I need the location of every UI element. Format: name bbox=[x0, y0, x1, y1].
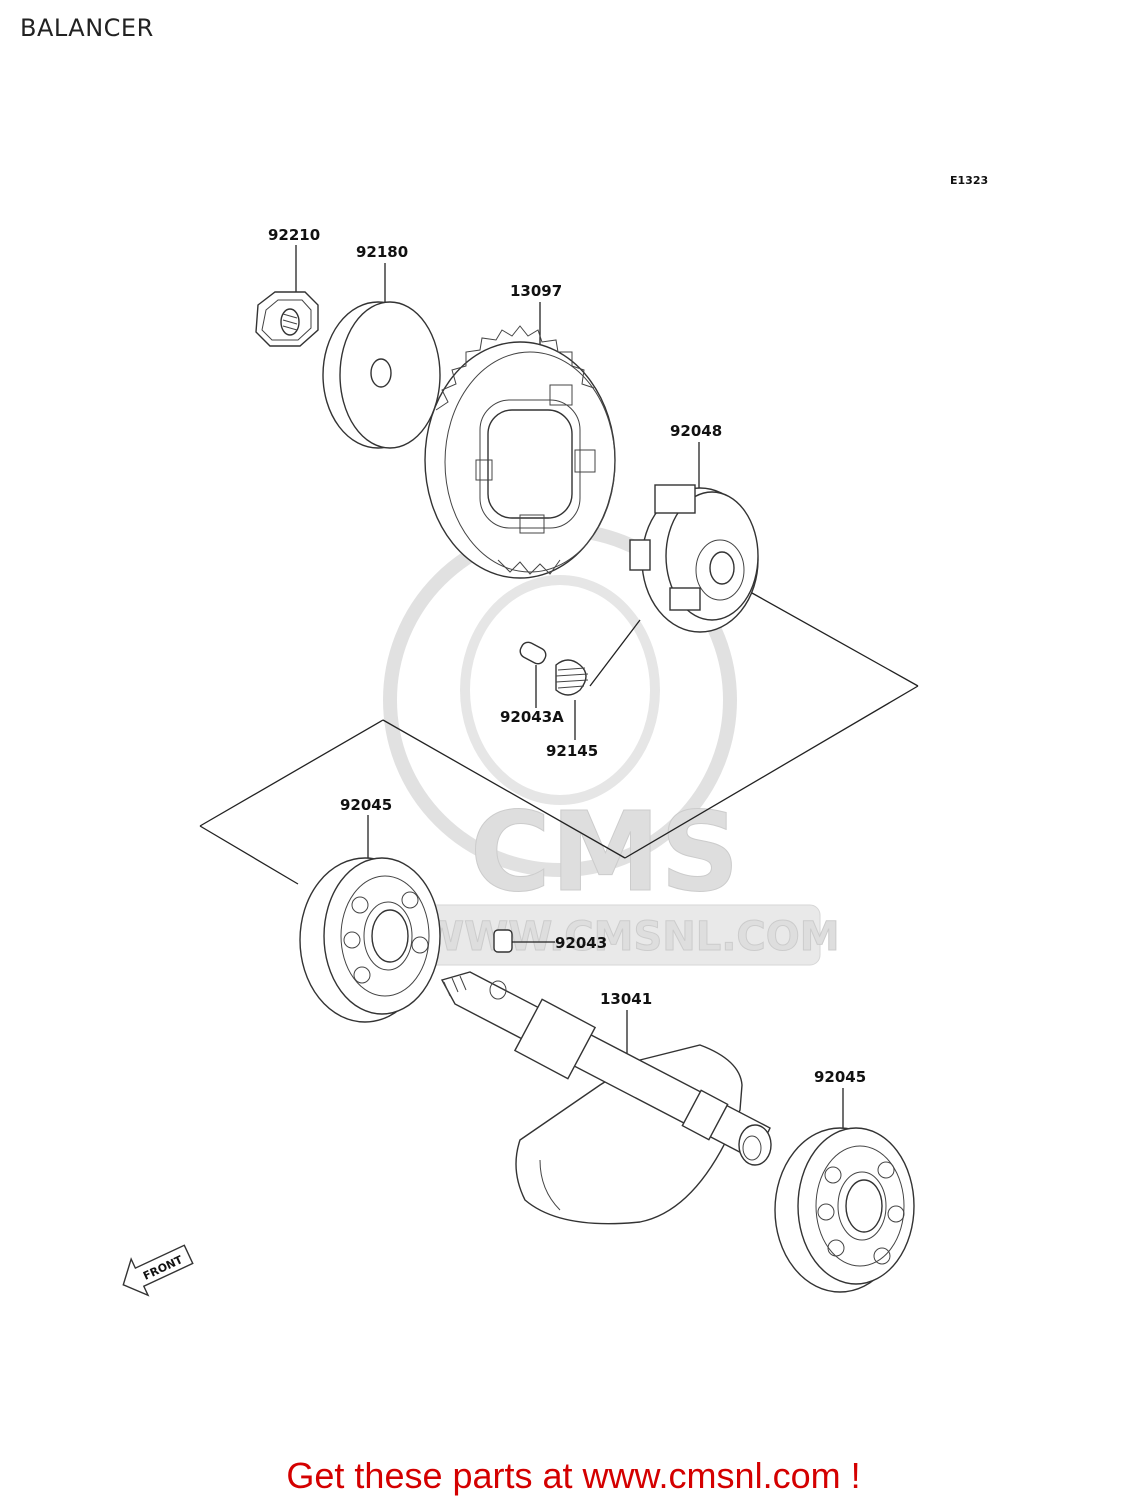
part-13041-balancer-shaft[interactable] bbox=[440, 971, 772, 1225]
label-13097[interactable]: 13097 bbox=[510, 282, 562, 300]
part-92045-bearing-right[interactable] bbox=[774, 1088, 915, 1293]
part-92045-bearing-left[interactable] bbox=[299, 815, 441, 1023]
label-92045-left[interactable]: 92045 bbox=[340, 796, 392, 814]
label-13041[interactable]: 13041 bbox=[600, 990, 652, 1008]
label-92048[interactable]: 92048 bbox=[670, 422, 722, 440]
watermark: CMS WWW.CMSNL.COM bbox=[383, 523, 840, 966]
label-92045-right[interactable]: 92045 bbox=[814, 1068, 866, 1086]
front-arrow-icon: FRONT bbox=[122, 1244, 194, 1297]
cta-banner[interactable]: Get these parts at www.cmsnl.com ! bbox=[286, 1455, 861, 1496]
part-13097-gear[interactable] bbox=[424, 302, 616, 579]
label-92210[interactable]: 92210 bbox=[268, 226, 320, 244]
part-92043A-pin[interactable] bbox=[518, 640, 548, 708]
assembly-outline bbox=[199, 592, 919, 885]
part-92210-nut[interactable] bbox=[255, 245, 319, 347]
part-92145-spring[interactable] bbox=[555, 619, 641, 740]
part-92043-pin[interactable] bbox=[493, 929, 555, 953]
label-92180[interactable]: 92180 bbox=[356, 243, 408, 261]
watermark-url: WWW.CMSNL.COM bbox=[420, 914, 840, 960]
label-92043A[interactable]: 92043A bbox=[500, 708, 564, 726]
part-92180-washer[interactable] bbox=[322, 263, 441, 449]
label-92043[interactable]: 92043 bbox=[555, 934, 607, 952]
diagram-code: E1323 bbox=[950, 174, 988, 187]
part-92048-damper[interactable] bbox=[629, 442, 759, 633]
page-title: BALANCER bbox=[20, 14, 154, 42]
watermark-brand: CMS bbox=[470, 788, 739, 916]
label-92145[interactable]: 92145 bbox=[546, 742, 598, 760]
